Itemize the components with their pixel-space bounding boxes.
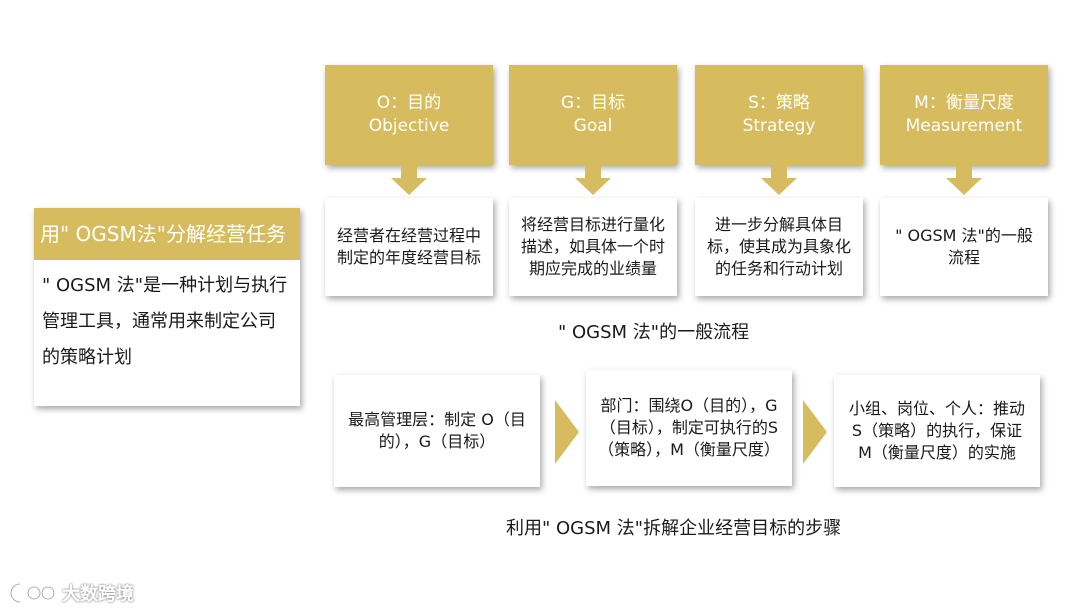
ogsm-title-cn: G：目标 — [560, 93, 626, 113]
logo-icon — [10, 582, 56, 604]
ogsm-desc-text: 将经营目标进行量化描述，如具体一个时期应完成的业绩量 — [520, 215, 665, 278]
ogsm-title-cn: O：目的 — [376, 93, 442, 113]
ogsm-box-objective: O：目的 Objective — [325, 65, 493, 165]
watermark-text: 大数跨境 — [62, 584, 134, 605]
intro-card-text: " OGSM 法"是一种计划与执行管理工具，通常用来制定公司的策略计划 — [42, 275, 288, 368]
chevron-right-icon — [555, 400, 579, 464]
step-text: 部门：围绕O（目的），G（目标），制定可执行的S（策略），M（衡量尺度） — [598, 396, 780, 459]
step-box-top-management: 最高管理层：制定 O（目的），G（目标） — [334, 375, 540, 487]
arrow-down-icon — [761, 165, 797, 195]
step-box-department: 部门：围绕O（目的），G（目标），制定可执行的S（策略），M（衡量尺度） — [586, 370, 792, 486]
ogsm-desc-objective: 经营者在经营过程中制定的年度经营目标 — [325, 198, 493, 296]
arrow-down-icon — [391, 165, 427, 195]
ogsm-title-cn: S：策略 — [748, 93, 810, 113]
ogsm-title-en: Goal — [573, 116, 613, 136]
ogsm-title-cn: M：衡量尺度 — [914, 93, 1014, 113]
ogsm-title-en: Objective — [368, 116, 450, 136]
arrow-down-icon — [946, 165, 982, 195]
intro-card: 用" OGSM法"分解经营任务 " OGSM 法"是一种计划与执行管理工具，通常… — [34, 208, 300, 406]
intro-card-title: 用" OGSM法"分解经营任务 — [34, 208, 300, 260]
ogsm-title-en: Measurement — [905, 116, 1023, 136]
steps-caption: 利用" OGSM 法"拆解企业经营目标的步骤 — [506, 518, 842, 539]
ogsm-box-strategy: S：策略 Strategy — [695, 65, 863, 165]
ogsm-box-measurement: M：衡量尺度 Measurement — [880, 65, 1048, 165]
ogsm-desc-goal: 将经营目标进行量化描述，如具体一个时期应完成的业绩量 — [509, 198, 677, 296]
ogsm-desc-text: 经营者在经营过程中制定的年度经营目标 — [336, 226, 481, 267]
ogsm-desc-strategy: 进一步分解具体目标，使其成为具象化的任务和行动计划 — [695, 198, 863, 296]
ogsm-box-goal: G：目标 Goal — [509, 65, 677, 165]
step-text: 小组、岗位、个人：推动 S（策略）的执行，保证M（衡量尺度）的实施 — [848, 399, 1025, 462]
step-text: 最高管理层：制定 O（目的），G（目标） — [348, 410, 526, 451]
ogsm-desc-measurement: " OGSM 法"的一般流程 — [880, 198, 1048, 296]
ogsm-desc-text: 进一步分解具体目标，使其成为具象化的任务和行动计划 — [706, 215, 851, 278]
chevron-right-icon — [803, 400, 827, 464]
arrow-down-icon — [575, 165, 611, 195]
ogsm-title-en: Strategy — [742, 116, 816, 136]
watermark: 大数跨境 — [10, 578, 134, 608]
step-box-team: 小组、岗位、个人：推动 S（策略）的执行，保证M（衡量尺度）的实施 — [834, 375, 1040, 487]
ogsm-flow-caption: " OGSM 法"的一般流程 — [558, 322, 750, 343]
ogsm-desc-text: " OGSM 法"的一般流程 — [895, 226, 1033, 267]
